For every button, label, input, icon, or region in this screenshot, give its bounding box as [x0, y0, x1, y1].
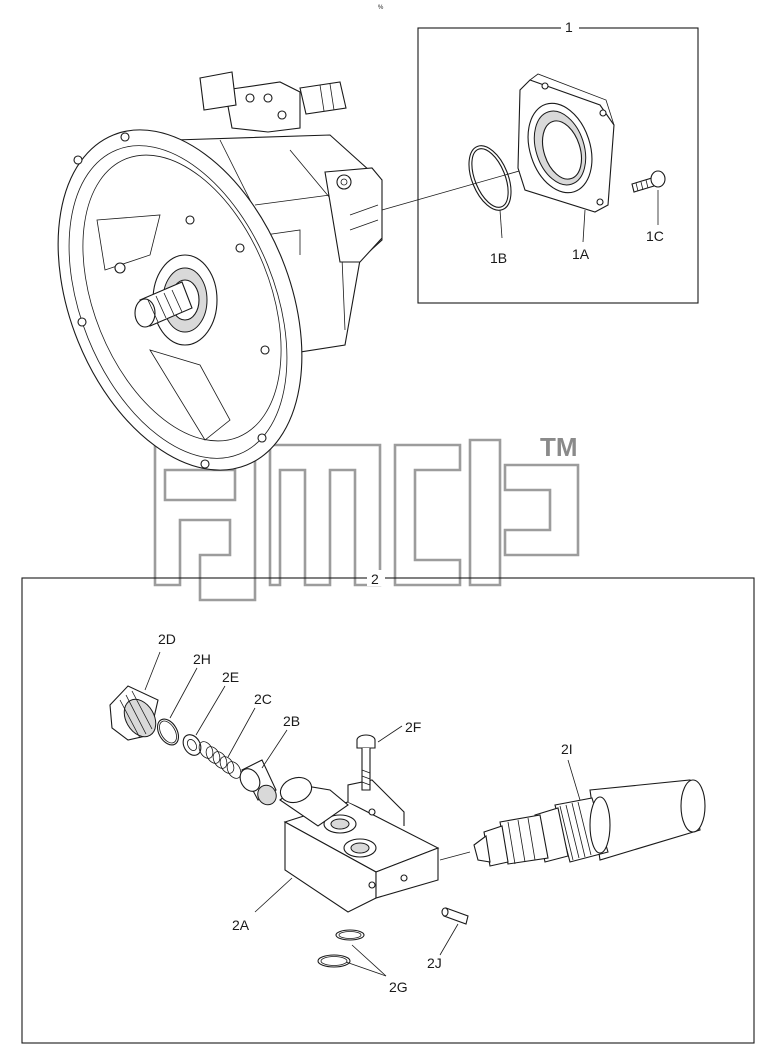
poppet-2B — [239, 759, 277, 806]
callout-2G: 2G — [389, 979, 408, 995]
callout-2F: 2F — [405, 719, 421, 735]
flange-cover-1A — [517, 73, 615, 213]
plug-2D — [109, 685, 159, 741]
seal-rings-2G — [317, 929, 365, 968]
callout-1C: 1C — [646, 228, 664, 244]
callout-2C: 2C — [254, 691, 272, 707]
pin-2J — [441, 907, 469, 925]
o-ring-2H — [156, 718, 180, 746]
callout-2I: 2I — [561, 741, 573, 757]
washer-2E — [182, 734, 202, 756]
callout-1B: 1B — [490, 250, 507, 266]
detail-box-1: 1 1B 1A 1C — [381, 18, 699, 304]
screw-2F — [356, 734, 376, 791]
box-1-number: 1 — [565, 19, 573, 35]
o-ring-1B — [468, 145, 512, 211]
cartridge-valve-2I — [473, 779, 706, 867]
callout-2B: 2B — [283, 713, 300, 729]
top-mark: % — [378, 5, 384, 11]
callout-2J: 2J — [427, 955, 442, 971]
callout-2H: 2H — [193, 651, 211, 667]
spring-2C — [198, 741, 242, 779]
bolt-1C — [631, 170, 666, 193]
watermark-trademark: TM — [540, 432, 578, 462]
callout-2A: 2A — [232, 917, 250, 933]
valve-block-2A — [279, 776, 440, 913]
hydraulic-pump-assembly — [57, 71, 383, 471]
callout-2E: 2E — [222, 669, 239, 685]
callout-1A: 1A — [572, 246, 590, 262]
callout-2D: 2D — [158, 631, 176, 647]
detail-box-2: 2 — [21, 570, 755, 1044]
box-2-number: 2 — [371, 571, 379, 587]
